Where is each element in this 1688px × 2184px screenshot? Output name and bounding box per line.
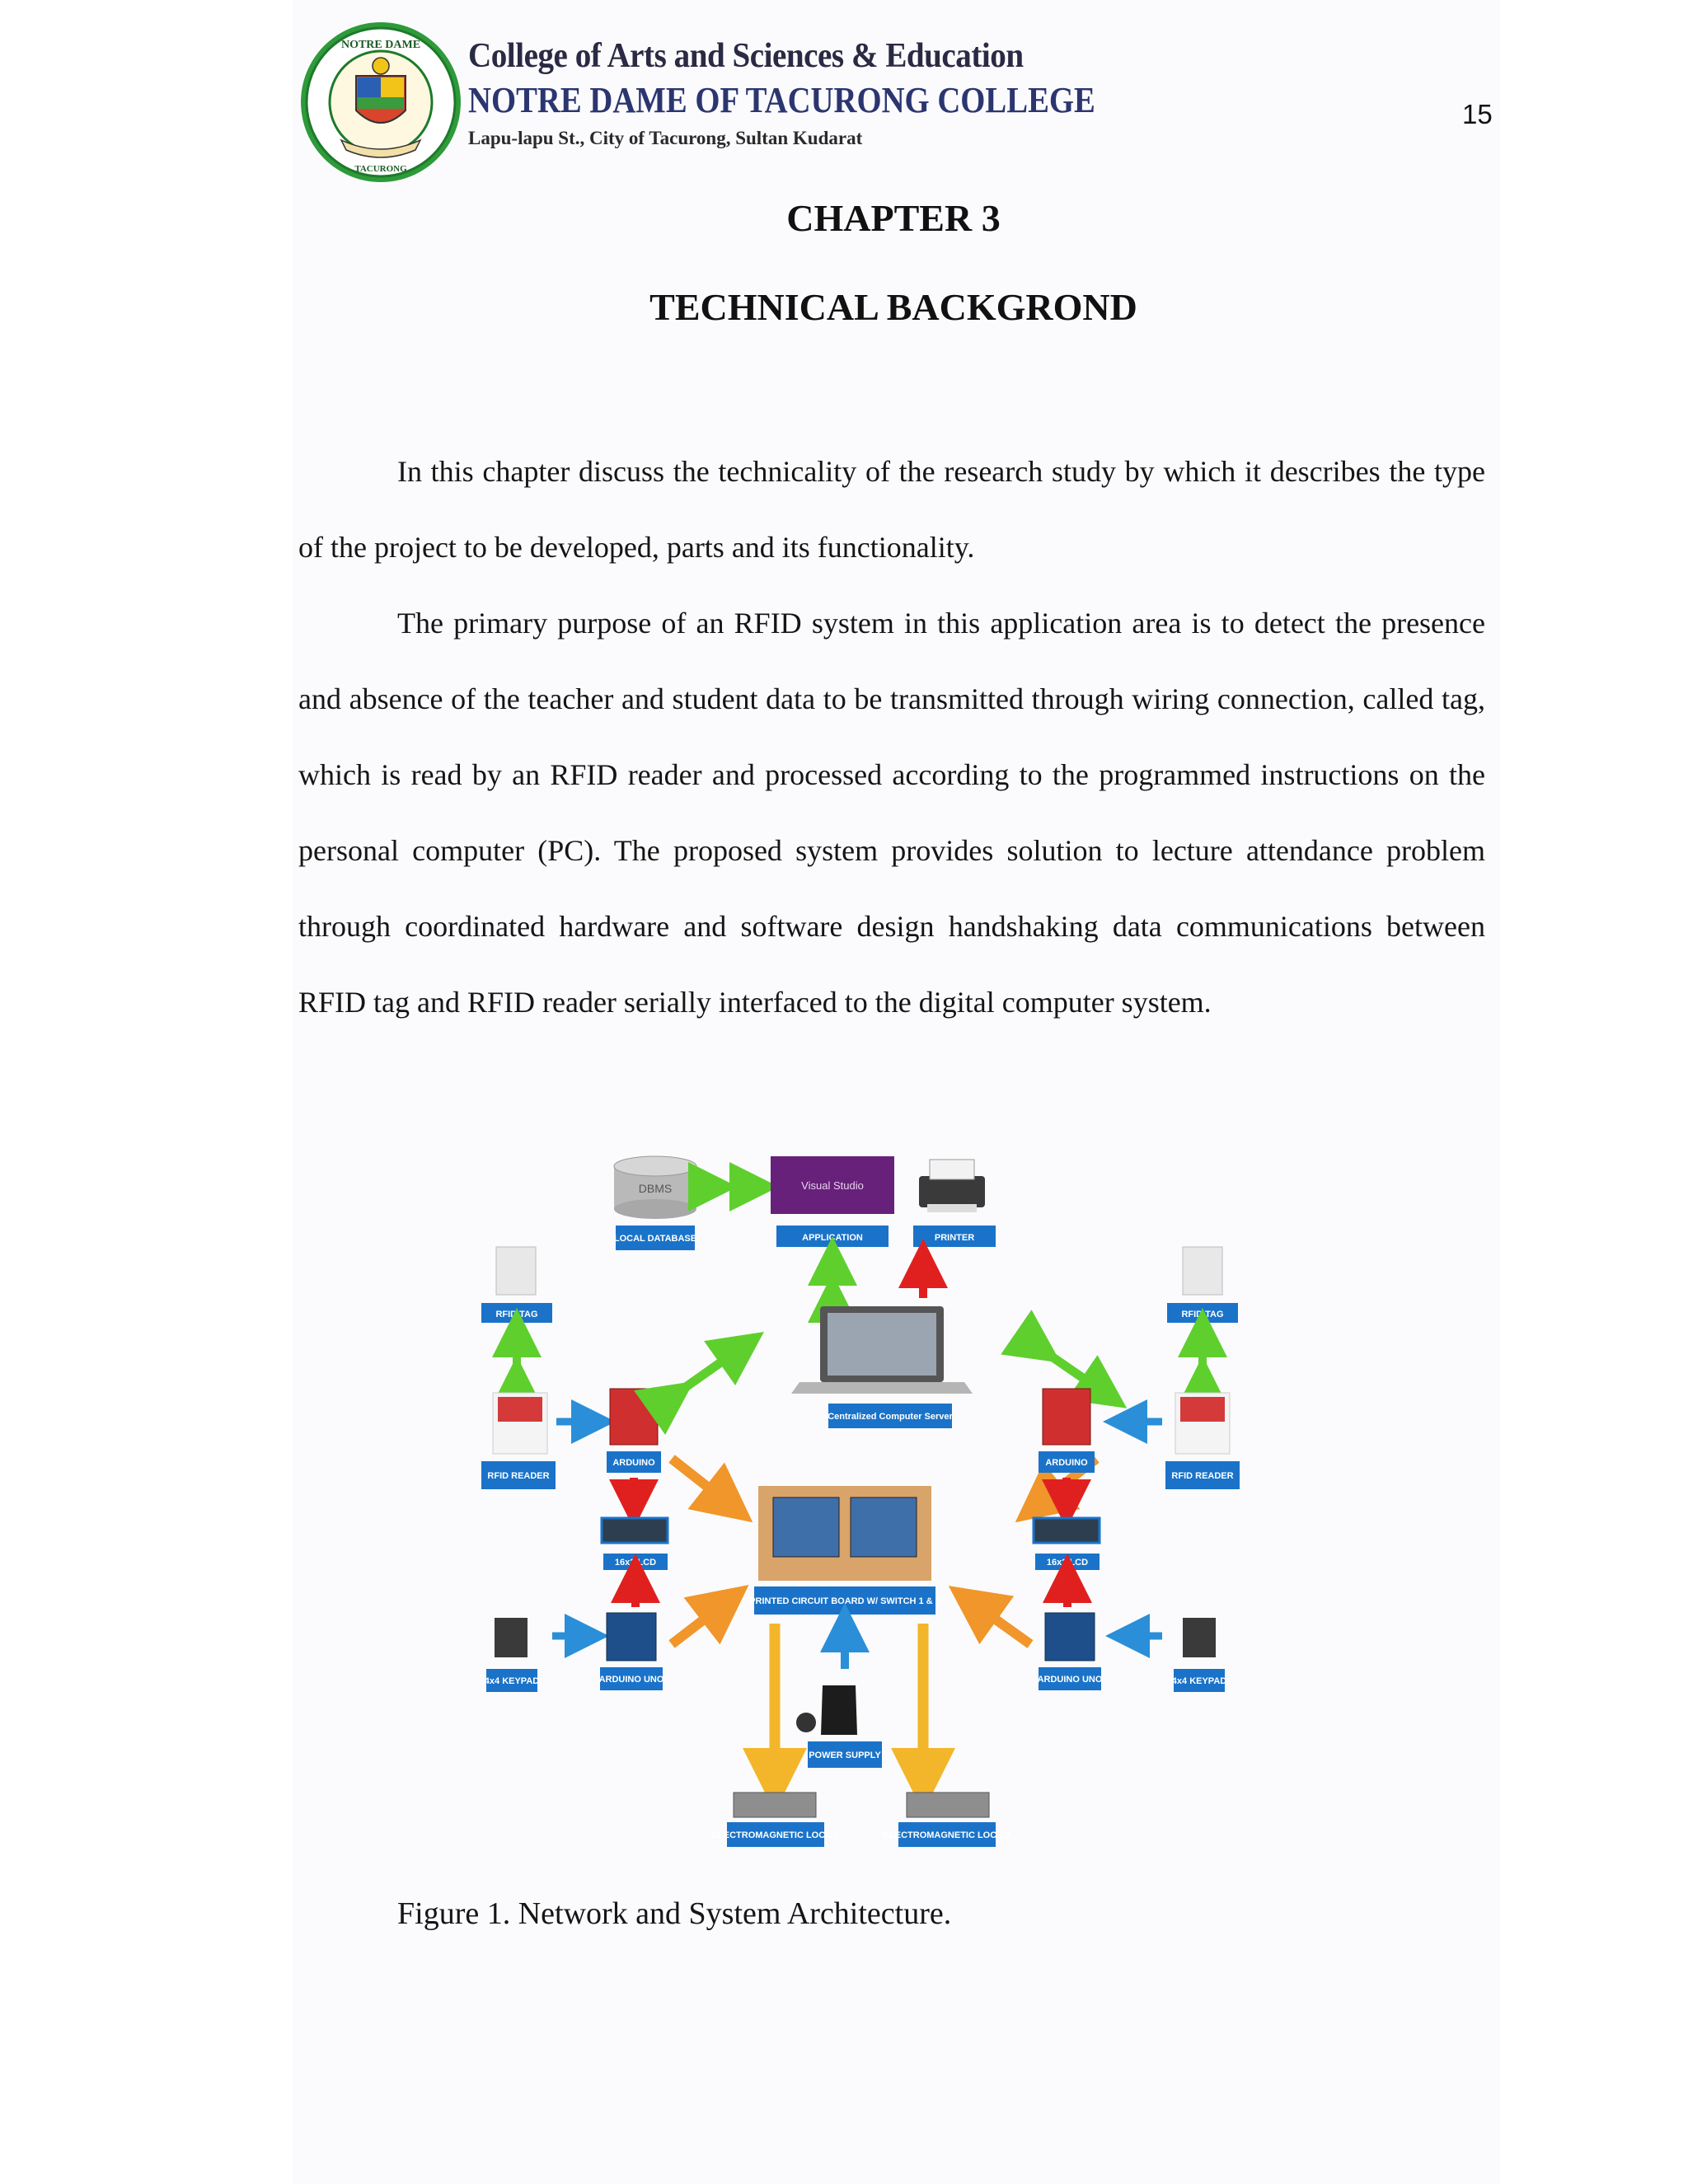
power-supply-label: POWER SUPPLY xyxy=(809,1750,881,1760)
local-database-tag xyxy=(616,1226,695,1250)
figure-caption: Figure 1. Network and System Architectur… xyxy=(397,1896,952,1931)
keypad-right-label: 4x4 KEYPAD xyxy=(1172,1676,1226,1686)
power-supply-tag xyxy=(808,1741,882,1768)
power-supply-icon xyxy=(796,1685,857,1735)
paragraph-intro: In this chapter discuss the technicality… xyxy=(298,455,1485,564)
lock-1-label: ELECTROMAGNETIC LOCK 1 xyxy=(712,1830,840,1840)
rfid-reader-right-icon xyxy=(1175,1392,1231,1455)
architecture-svg: DBMS LOCAL DATABASE Visual Studio APPLIC… xyxy=(481,1155,1240,1847)
arduino-board-right-tag xyxy=(1039,1451,1095,1473)
chapter-title: TECHNICAL BACKGROND xyxy=(649,286,1137,328)
local-database-label: LOCAL DATABASE xyxy=(614,1234,696,1244)
arduino-uno-right-tag xyxy=(1039,1667,1101,1690)
lock-2-icon xyxy=(906,1792,990,1818)
arduino-board-right-label: ARDUINO xyxy=(1045,1458,1088,1468)
keypad-left-label: 4x4 KEYPAD xyxy=(485,1676,539,1686)
svg-text:NOTRE DAME: NOTRE DAME xyxy=(341,39,420,51)
printer-icon xyxy=(919,1159,985,1212)
printer-label: PRINTER xyxy=(935,1233,974,1243)
lock-2-tag xyxy=(898,1822,996,1847)
arduino-uno-right-label: ARDUINO UNO xyxy=(1038,1675,1103,1685)
application-label: APPLICATION xyxy=(802,1233,863,1243)
college-division: College of Arts and Sciences & Education xyxy=(468,37,1024,75)
keypad-right-tag xyxy=(1174,1669,1225,1692)
uno-pcb-right-arrow xyxy=(948,1586,1034,1648)
arduino-uno-left-label: ARDUINO UNO xyxy=(599,1675,664,1685)
college-seal-logo: NOTRE DAME TACURONG xyxy=(298,18,463,187)
chapter-heading: CHAPTER 3 xyxy=(786,197,1001,239)
system-architecture-diagram: DBMS LOCAL DATABASE Visual Studio APPLIC… xyxy=(462,1141,1269,1850)
arduino-uno-left-tag xyxy=(600,1667,663,1690)
arduino-uno-left-icon xyxy=(606,1612,657,1661)
rfid-reader-left-tag xyxy=(481,1461,556,1489)
server-tag xyxy=(828,1404,952,1428)
arduino-board-left-icon xyxy=(609,1388,659,1446)
lcd-right-label: 16x2 LCD xyxy=(1047,1558,1088,1568)
arduino-board-left-label: ARDUINO xyxy=(612,1458,655,1468)
rfid-reader-left-label: RFID READER xyxy=(487,1471,549,1481)
page-number: 15 xyxy=(1462,99,1493,129)
dbms-label: DBMS xyxy=(639,1182,672,1195)
server-label: Centralized Computer Server xyxy=(828,1412,953,1422)
rfid-reader-right-label: RFID READER xyxy=(1171,1471,1233,1481)
board-server-left-arrow xyxy=(634,1331,764,1435)
lock-1-tag xyxy=(727,1822,824,1847)
board-pcb-left-arrow xyxy=(668,1455,753,1523)
lock-1-icon xyxy=(733,1792,817,1818)
arduino-uno-right-icon xyxy=(1044,1612,1095,1661)
page-sheet xyxy=(293,0,1500,2184)
pcb-label: PRINTED CIRCUIT BOARD W/ SWITCH 1 & 2 xyxy=(749,1596,940,1606)
board-server-right-arrow xyxy=(1001,1310,1128,1408)
rfid-reader-left-icon xyxy=(492,1392,548,1455)
keypad-left-icon xyxy=(495,1618,528,1657)
svg-text:TACURONG: TACURONG xyxy=(354,164,407,174)
laptop-icon xyxy=(791,1306,973,1394)
arduino-board-left-tag xyxy=(607,1451,661,1473)
rfid-tag-right-icon xyxy=(1182,1246,1223,1296)
rfid-tag-left-label: RFID TAG xyxy=(495,1310,537,1319)
paragraph-rfid-purpose: The primary purpose of an RFID system in… xyxy=(298,607,1485,1019)
lock-2-label: ELECTROMAGNETIC LOCK 2 xyxy=(884,1830,1011,1840)
college-name: NOTRE DAME OF TACURONG COLLEGE xyxy=(468,80,1095,120)
rfid-reader-right-tag xyxy=(1165,1461,1240,1489)
college-header: College of Arts and Sciences & Education… xyxy=(468,36,1095,149)
lcd-left-label: 16x2 LCD xyxy=(615,1558,656,1568)
visual-studio-logo xyxy=(771,1156,894,1214)
rfid-tag-right-label: RFID TAG xyxy=(1181,1310,1223,1319)
college-address: Lapu-lapu St., City of Tacurong, Sultan … xyxy=(468,128,863,148)
rfid-tag-left-icon xyxy=(495,1246,537,1296)
keypad-right-icon xyxy=(1183,1618,1216,1657)
arduino-board-right-icon xyxy=(1042,1388,1091,1446)
database-icon: DBMS xyxy=(613,1155,697,1219)
keypad-left-tag xyxy=(486,1669,537,1692)
lcd-left-icon xyxy=(600,1516,669,1544)
visual-studio-label: Visual Studio xyxy=(801,1179,864,1192)
uno-pcb-left-arrow xyxy=(668,1585,749,1648)
lcd-right-icon xyxy=(1032,1516,1101,1544)
